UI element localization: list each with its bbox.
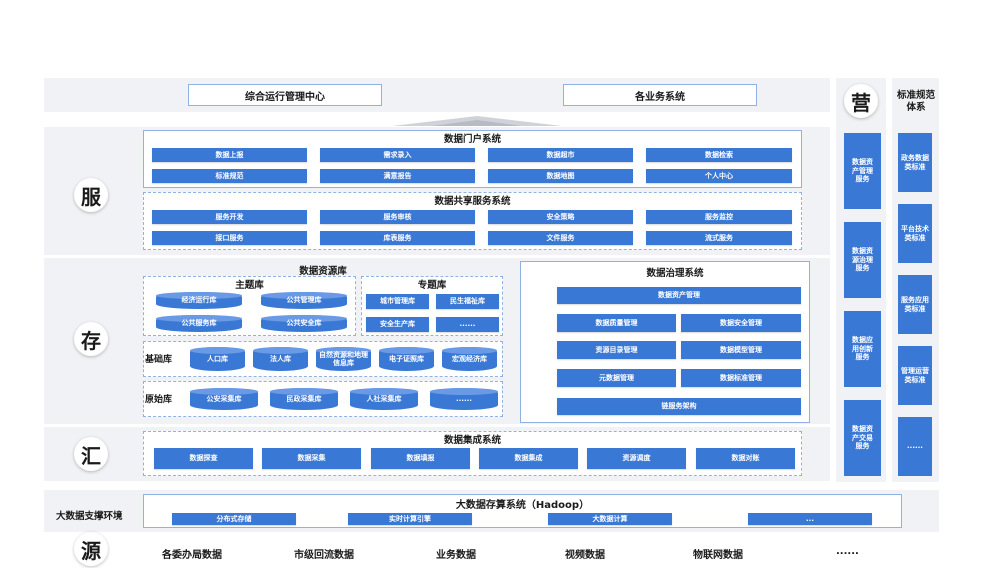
portal-item-map[interactable]: 数据地图 bbox=[488, 169, 633, 183]
base-item-geo-label: 自然资源和地理信息库 bbox=[319, 350, 368, 367]
integration-item-reconcile[interactable]: 数据对账 bbox=[696, 448, 795, 469]
raw-item-police[interactable]: 公安采集库 bbox=[190, 388, 258, 410]
resource-title: 数据资源库 bbox=[299, 266, 347, 277]
base-item-population[interactable]: 人口库 bbox=[190, 347, 245, 371]
base-item-license-label: 电子证照库 bbox=[389, 354, 424, 363]
theme-item-economy-label: 经济运行库 bbox=[181, 296, 217, 305]
operation-governance[interactable]: 数据资源治理服务 bbox=[844, 222, 881, 298]
base-item-legal[interactable]: 法人库 bbox=[253, 347, 308, 371]
governance-security[interactable]: 数据安全管理 bbox=[681, 314, 801, 332]
ops-center-box[interactable]: 综合运行管理中心 bbox=[188, 84, 382, 106]
theme-item-public-service[interactable]: 公共服务库 bbox=[156, 315, 242, 332]
governance-chain[interactable]: 链服务架构 bbox=[557, 398, 801, 415]
share-item-table[interactable]: 库表服务 bbox=[320, 231, 475, 245]
share-item-api[interactable]: 接口服务 bbox=[152, 231, 307, 245]
standards-service[interactable]: 服务应用类标准 bbox=[898, 275, 932, 334]
special-item-city[interactable]: 城市管理库 bbox=[366, 294, 429, 309]
bigdata-label: 大数据支撑环境 bbox=[56, 511, 123, 522]
base-item-geo[interactable]: 自然资源和地理信息库 bbox=[316, 347, 371, 371]
governance-catalog[interactable]: 资源目录管理 bbox=[557, 341, 676, 359]
share-item-security[interactable]: 安全策略 bbox=[488, 210, 633, 224]
base-item-population-label: 人口库 bbox=[207, 354, 228, 363]
bigdata-item-more[interactable]: ... bbox=[748, 513, 872, 525]
bigdata-item-storage[interactable]: 分布式存储 bbox=[172, 513, 296, 525]
special-title: 专题库 bbox=[417, 280, 447, 291]
theme-item-economy[interactable]: 经济运行库 bbox=[156, 292, 242, 309]
share-item-file[interactable]: 文件服务 bbox=[488, 231, 633, 245]
integration-item-collect[interactable]: 数据采集 bbox=[262, 448, 361, 469]
source-business: 业务数据 bbox=[436, 550, 476, 561]
raw-item-more[interactable]: ...... bbox=[430, 388, 498, 410]
special-item-production[interactable]: 安全生产库 bbox=[366, 317, 429, 332]
theme-item-public-safety[interactable]: 公共安全库 bbox=[261, 315, 347, 332]
share-item-stream[interactable]: 流式服务 bbox=[646, 231, 792, 245]
standards-management[interactable]: 管理运营类标准 bbox=[898, 346, 932, 405]
share-item-dev[interactable]: 服务开发 bbox=[152, 210, 307, 224]
portal-item-personal[interactable]: 个人中心 bbox=[646, 169, 792, 183]
portal-item-report[interactable]: 数据上报 bbox=[152, 148, 307, 162]
bigdata-title: 大数据存算系统（Hadoop） bbox=[455, 500, 590, 511]
integration-item-schedule[interactable]: 资源调度 bbox=[587, 448, 686, 469]
layer-service-circle: 服 bbox=[74, 178, 108, 212]
raw-item-more-label: ...... bbox=[456, 394, 472, 403]
portal-item-market[interactable]: 数据超市 bbox=[488, 148, 633, 162]
base-item-macro[interactable]: 宏观经济库 bbox=[442, 347, 497, 371]
source-video: 视频数据 bbox=[565, 550, 605, 561]
source-commissions: 各委办局数据 bbox=[162, 550, 222, 561]
base-title: 基础库 bbox=[145, 355, 173, 365]
base-item-license[interactable]: 电子证照库 bbox=[379, 347, 434, 371]
governance-quality[interactable]: 数据质量管理 bbox=[557, 314, 676, 332]
layer-operation-circle: 营 bbox=[844, 84, 878, 118]
governance-model[interactable]: 数据模型管理 bbox=[681, 341, 801, 359]
share-title: 数据共享服务系统 bbox=[434, 196, 511, 207]
theme-item-public-admin-label: 公共管理库 bbox=[286, 296, 322, 305]
integration-title: 数据集成系统 bbox=[443, 435, 501, 446]
layer-integration-circle: 汇 bbox=[74, 437, 108, 471]
portal-title: 数据门户系统 bbox=[443, 134, 501, 145]
portal-item-search[interactable]: 数据检索 bbox=[646, 148, 792, 162]
base-item-macro-label: 宏观经济库 bbox=[452, 354, 487, 363]
portal-item-satisfaction[interactable]: 满意报告 bbox=[320, 169, 475, 183]
portal-item-demand[interactable]: 需求录入 bbox=[320, 148, 475, 162]
governance-asset-mgmt[interactable]: 数据资产管理 bbox=[557, 287, 801, 304]
governance-standard[interactable]: 数据标准管理 bbox=[681, 369, 801, 387]
theme-item-public-safety-label: 公共安全库 bbox=[286, 319, 322, 328]
standards-more[interactable]: ...... bbox=[898, 417, 932, 476]
business-systems-box[interactable]: 各业务系统 bbox=[563, 84, 757, 106]
layer-storage-circle: 存 bbox=[74, 322, 108, 356]
share-item-monitor[interactable]: 服务监控 bbox=[646, 210, 792, 224]
governance-metadata[interactable]: 元数据管理 bbox=[557, 369, 676, 387]
bigdata-item-compute[interactable]: 大数据计算 bbox=[548, 513, 672, 525]
source-municipal: 市级回流数据 bbox=[294, 550, 354, 561]
operation-asset-mgmt[interactable]: 数据资产管理服务 bbox=[844, 133, 881, 209]
raw-item-police-label: 公安采集库 bbox=[206, 394, 242, 403]
source-more: ...... bbox=[836, 546, 859, 557]
raw-title: 原始库 bbox=[145, 395, 173, 405]
theme-item-public-service-label: 公共服务库 bbox=[181, 319, 217, 328]
raw-item-hr[interactable]: 人社采集库 bbox=[350, 388, 418, 410]
operation-innovation[interactable]: 数据应用创新服务 bbox=[844, 311, 881, 387]
special-item-welfare[interactable]: 民生福祉库 bbox=[436, 294, 499, 309]
standards-gov-data[interactable]: 政务数据类标准 bbox=[898, 133, 932, 192]
theme-title: 主题库 bbox=[235, 280, 264, 291]
integration-item-fill[interactable]: 数据填报 bbox=[371, 448, 470, 469]
theme-item-public-admin[interactable]: 公共管理库 bbox=[261, 292, 347, 309]
portal-item-standards[interactable]: 标准规范 bbox=[152, 169, 307, 183]
up-arrow bbox=[392, 116, 562, 126]
integration-item-explore[interactable]: 数据探查 bbox=[154, 448, 253, 469]
raw-item-civil-label: 民政采集库 bbox=[286, 394, 322, 403]
layer-source-circle: 源 bbox=[74, 532, 108, 566]
governance-title: 数据治理系统 bbox=[646, 268, 704, 279]
bigdata-item-realtime[interactable]: 实时计算引擎 bbox=[348, 513, 472, 525]
standards-title: 标准规范体系 bbox=[896, 90, 935, 114]
operation-trading[interactable]: 数据资产交易服务 bbox=[844, 400, 881, 476]
share-item-audit[interactable]: 服务审核 bbox=[320, 210, 475, 224]
raw-item-hr-label: 人社采集库 bbox=[366, 394, 402, 403]
integration-item-integrate[interactable]: 数据集成 bbox=[479, 448, 578, 469]
source-iot: 物联网数据 bbox=[693, 550, 743, 561]
standards-platform[interactable]: 平台技术类标准 bbox=[898, 204, 932, 263]
base-item-legal-label: 法人库 bbox=[270, 354, 291, 363]
special-item-more[interactable]: ...... bbox=[436, 317, 499, 332]
raw-item-civil[interactable]: 民政采集库 bbox=[270, 388, 338, 410]
